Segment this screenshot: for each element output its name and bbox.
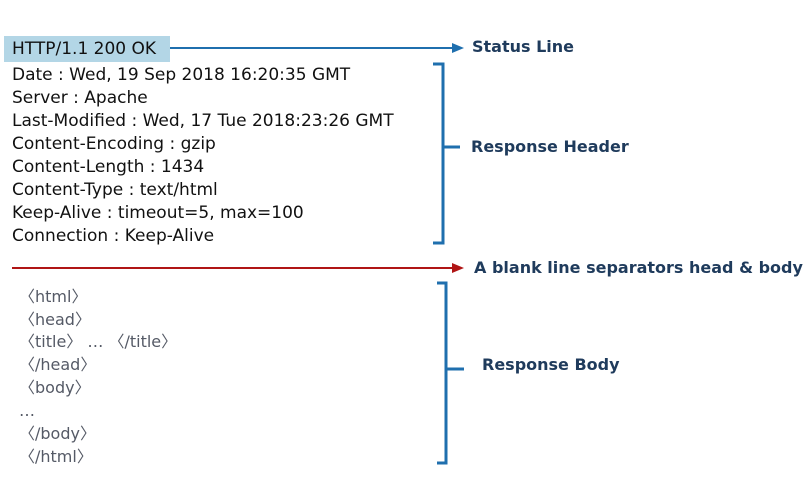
response-header-bracket xyxy=(433,62,460,245)
header-line-content-encoding: Content-Encoding : gzip xyxy=(12,134,216,154)
header-line-keep-alive: Keep-Alive : timeout=5, max=100 xyxy=(12,203,304,223)
status-line-arrow xyxy=(170,43,464,53)
header-line-content-type: Content-Type : text/html xyxy=(12,180,218,200)
header-line-last-modified: Last-Modified : Wed, 17 Tue 2018:23:26 G… xyxy=(12,111,394,131)
body-line-ellipsis: … xyxy=(19,401,35,420)
body-line-title: 〈title〉 … 〈/title〉 xyxy=(19,332,178,351)
response-body-bracket xyxy=(437,281,464,465)
body-line-head-close: 〈/head〉 xyxy=(19,355,97,374)
response-body-label: Response Body xyxy=(482,355,620,374)
response-header-label: Response Header xyxy=(471,137,629,156)
header-line-date: Date : Wed, 19 Sep 2018 16:20:35 GMT xyxy=(12,65,351,85)
body-line-html-open: 〈html〉 xyxy=(19,287,88,306)
status-line-highlight xyxy=(4,36,170,62)
header-line-server: Server : Apache xyxy=(12,88,148,108)
header-line-connection: Connection : Keep-Alive xyxy=(12,226,215,246)
status-line-label: Status Line xyxy=(472,37,575,56)
body-line-body-close: 〈/body〉 xyxy=(19,424,96,443)
body-line-html-close: 〈/html〉 xyxy=(19,447,93,466)
body-line-body-open: 〈body〉 xyxy=(19,378,91,397)
status-line-text: HTTP/1.1 200 OK xyxy=(12,39,157,59)
separator-label: A blank line separators head & body xyxy=(474,258,803,277)
body-line-head-open: 〈head〉 xyxy=(19,310,91,329)
header-line-content-length: Content-Length : 1434 xyxy=(12,157,205,177)
separator-arrow xyxy=(12,263,464,273)
